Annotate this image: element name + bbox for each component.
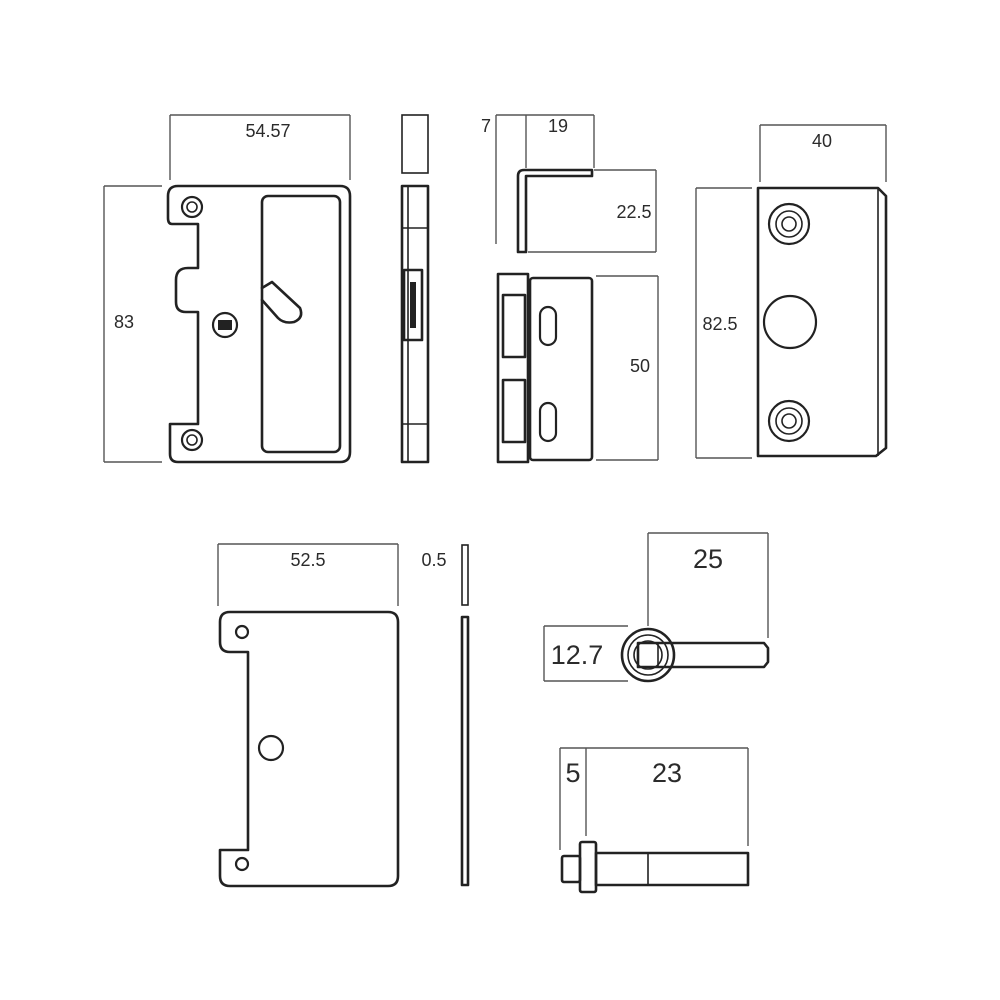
strike-plate [756,186,888,458]
dimension-bolt: 5 23 [559,747,749,850]
dimension-plate-width: 52.5 [217,543,399,606]
dim-label-keeper-offset: 7 [481,116,491,136]
dim-label-strike-height: 82.5 [702,314,737,334]
dim-label-bolt-head: 5 [565,758,580,788]
keeper-front-view [496,272,594,464]
dimension-strike-height: 82.5 [695,187,752,459]
dimension-strike-width: 40 [759,124,887,182]
dim-label-keeper-height: 22.5 [616,202,651,222]
dim-label-lever-diameter: 12.7 [551,640,604,670]
keeper-bracket [516,168,594,254]
dimension-lock-height: 83 [103,185,162,463]
dim-label-lever-length: 25 [693,544,723,574]
dim-label-bracket-height: 50 [630,356,650,376]
mounting-plate-side-view: 0.5 [421,544,470,887]
spindle-bolt [560,840,750,894]
dimension-lever-diameter: 12.7 [543,625,628,682]
dim-label-lock-height: 83 [114,312,134,332]
dim-label-plate-width: 52.5 [290,550,325,570]
dimension-bracket-height: 50 [596,275,659,461]
dim-label-keeper-length: 19 [548,116,568,136]
dim-label-plate-thickness: 0.5 [421,550,446,570]
dim-label-bolt-length: 23 [652,758,682,788]
mounting-plate [218,610,400,888]
dim-label-strike-width: 40 [812,131,832,151]
lock-body-side-view [400,114,430,464]
dim-label-lock-width: 54.57 [245,121,290,141]
dimension-lever-length: 25 [647,532,769,638]
lever-handle [620,627,770,683]
dimension-keeper: 7 19 22.5 [481,114,657,253]
dimension-lock-width: 54.57 [169,114,351,180]
lock-body-front-view [166,184,352,464]
